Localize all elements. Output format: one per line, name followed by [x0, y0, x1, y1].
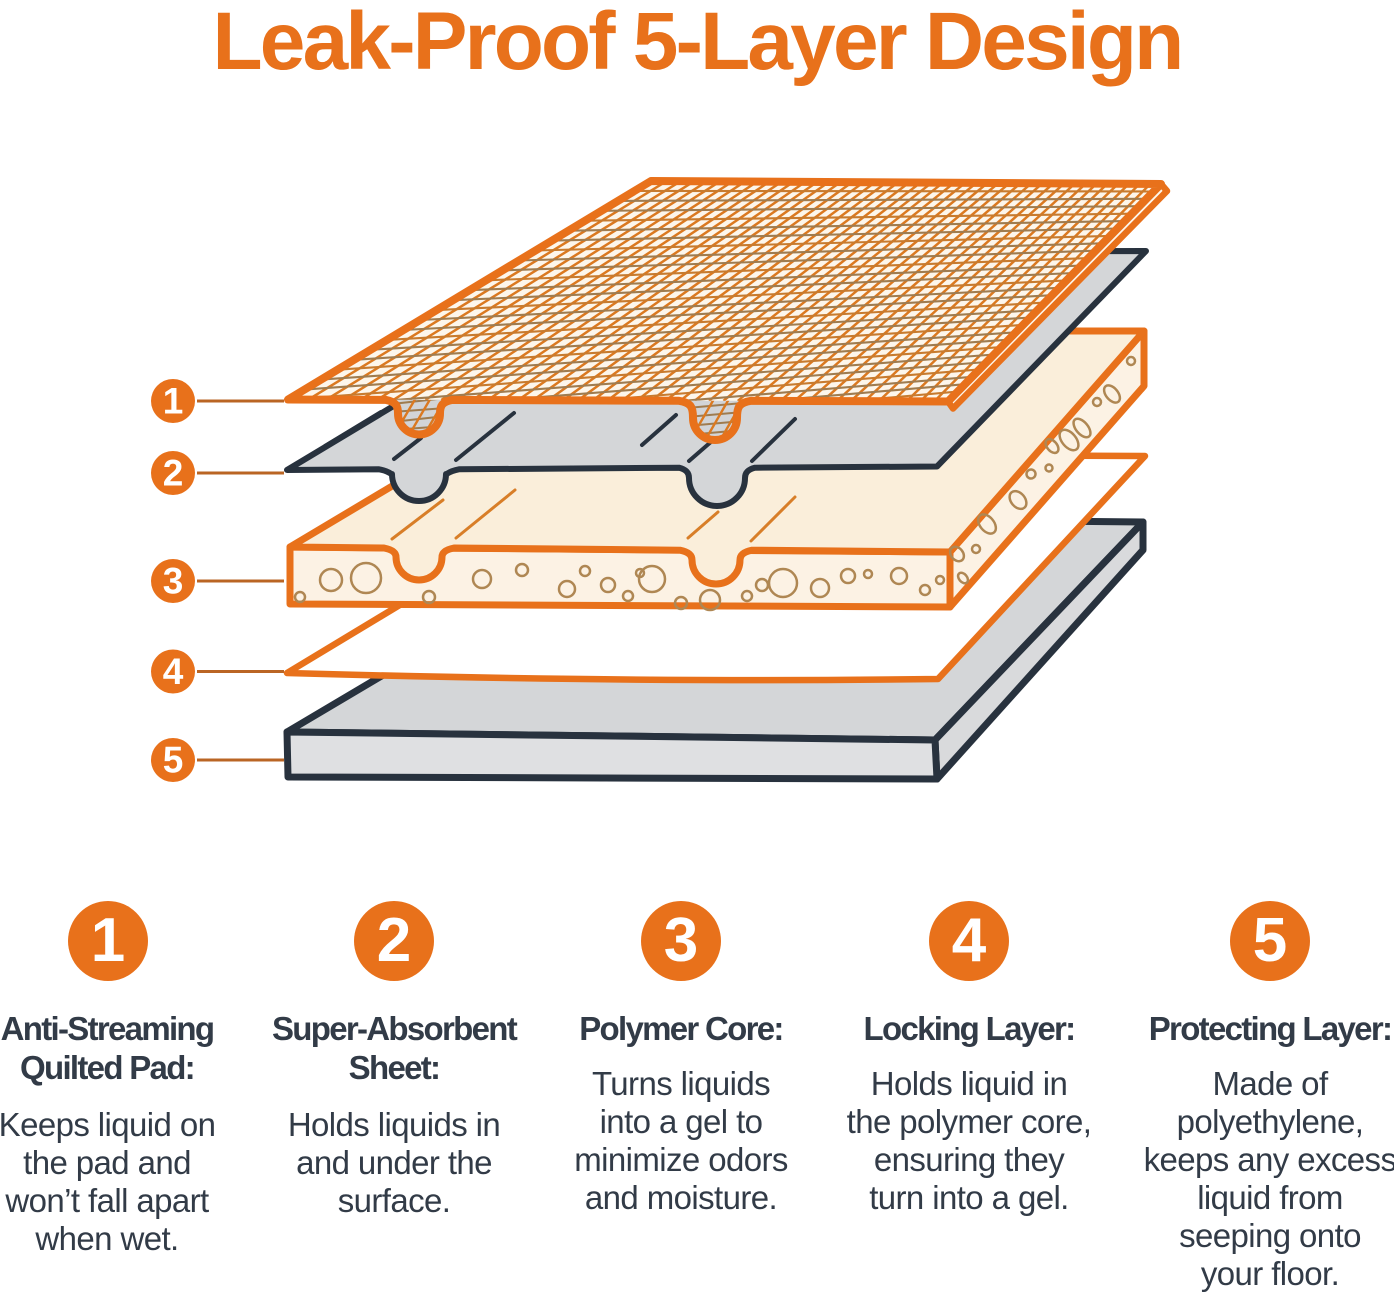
svg-text:2: 2	[163, 453, 184, 494]
svg-text:4: 4	[163, 651, 184, 692]
svg-text:1: 1	[163, 381, 184, 422]
svg-text:3: 3	[163, 561, 184, 602]
svg-text:5: 5	[163, 740, 184, 781]
